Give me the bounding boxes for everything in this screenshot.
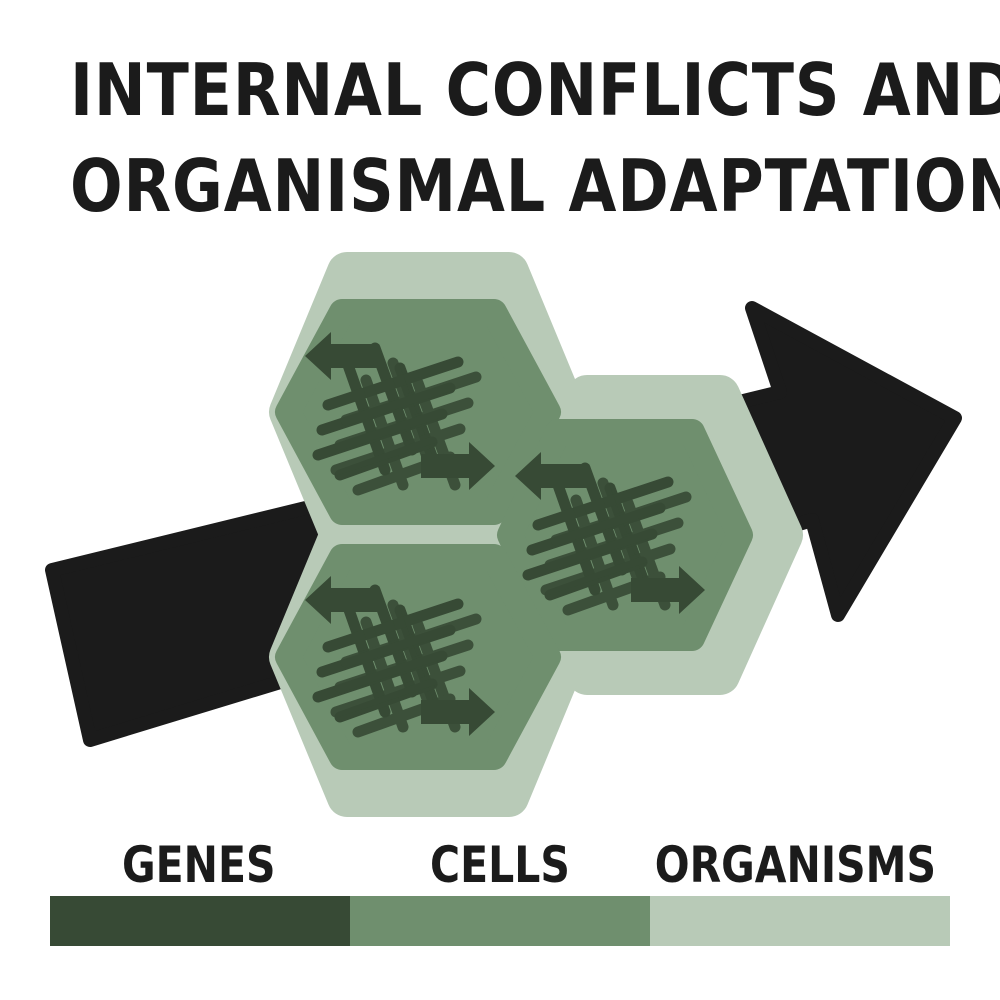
legend-bar-organisms (650, 896, 950, 946)
legend-label-organisms: ORGANISMS (654, 836, 936, 894)
page-title: INTERNAL CONFLICTS AND ORGANISMAL ADAPTA… (70, 42, 1000, 234)
legend-bar-genes (50, 896, 350, 946)
legend-label-cells: CELLS (430, 836, 570, 894)
legend-label-genes: GENES (122, 836, 276, 894)
legend-bar-cells (350, 896, 650, 946)
title-line-2: ORGANISMAL ADAPTATION (70, 144, 1000, 228)
title-line-1: INTERNAL CONFLICTS AND (70, 48, 1000, 132)
cell-right (497, 419, 753, 651)
cell-top (275, 299, 561, 525)
cell-bottom (275, 544, 561, 770)
